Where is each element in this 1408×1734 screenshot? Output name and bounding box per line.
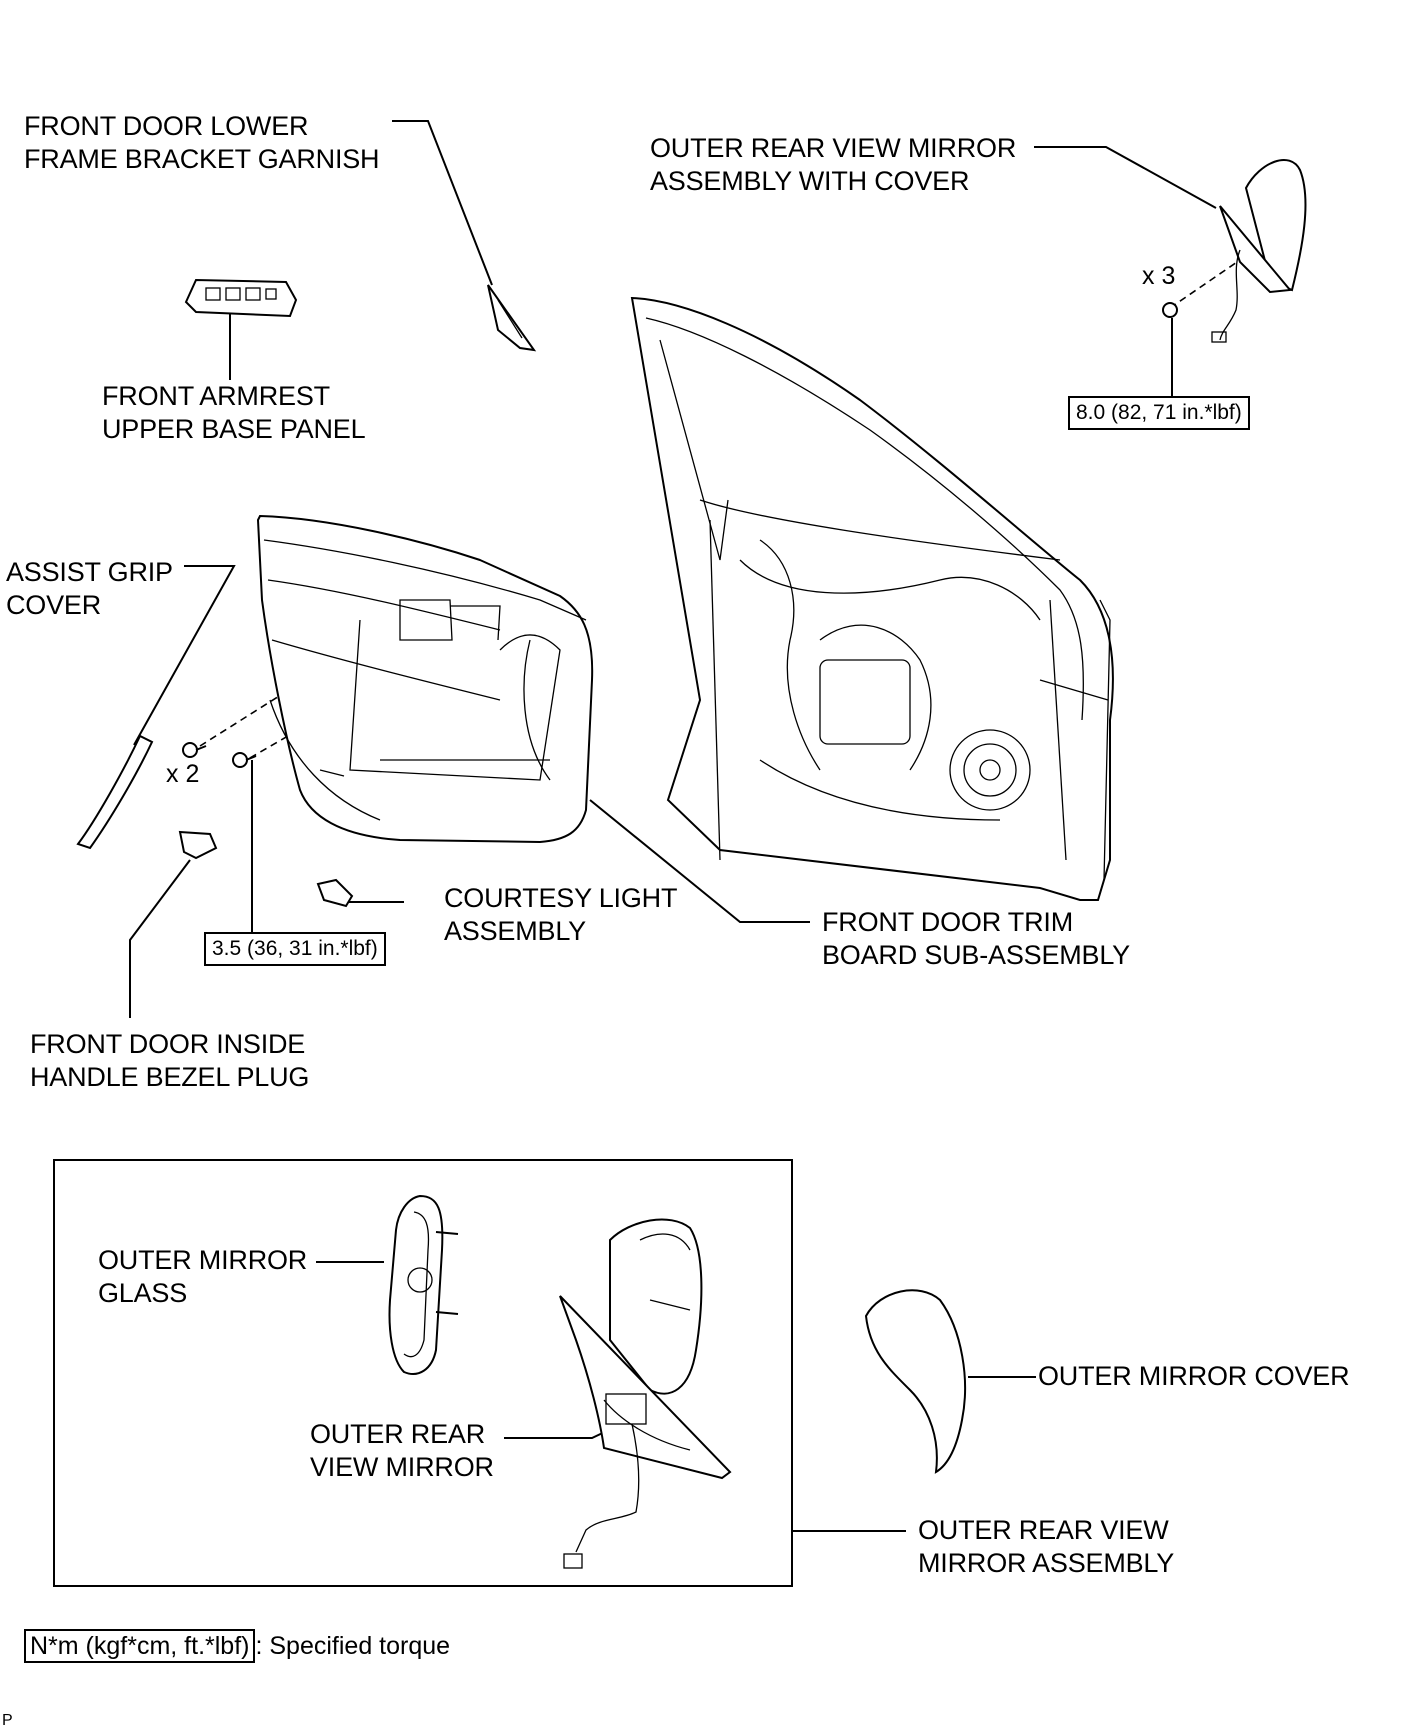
label-armrest-panel: FRONT ARMREST UPPER BASE PANEL	[102, 380, 366, 446]
front-door-frame-part	[630, 296, 1114, 901]
corner-mark: P	[2, 1712, 13, 1729]
label-line: FRONT ARMREST	[102, 381, 330, 411]
torque-box-trim-screw: 3.5 (36, 31 in.*lbf)	[204, 932, 386, 966]
label-line: COVER	[6, 590, 102, 620]
label-assist-grip-cover: ASSIST GRIP COVER	[6, 556, 173, 622]
label-courtesy-light: COURTESY LIGHT ASSEMBLY	[444, 882, 677, 948]
label-line: OUTER MIRROR COVER	[1038, 1361, 1350, 1391]
label-mirror-with-cover: OUTER REAR VIEW MIRROR ASSEMBLY WITH COV…	[650, 132, 1016, 198]
label-outer-rear-view-mirror: OUTER REAR VIEW MIRROR	[310, 1418, 494, 1484]
label-line: OUTER REAR VIEW MIRROR	[650, 133, 1017, 163]
mirror-glass-part	[388, 1194, 459, 1375]
label-line: UPPER BASE PANEL	[102, 414, 366, 444]
label-mirror-glass: OUTER MIRROR GLASS	[98, 1244, 307, 1310]
screws-part	[182, 742, 257, 768]
torque-box-mirror-nut: 8.0 (82, 71 in.*lbf)	[1068, 396, 1250, 430]
assist-grip-cover-part	[76, 734, 154, 850]
label-line: COURTESY LIGHT	[444, 883, 678, 913]
label-line: FRAME BRACKET GARNISH	[24, 144, 380, 174]
frame-bracket-garnish-part	[487, 284, 537, 352]
mirror-cover-part	[864, 1289, 967, 1474]
label-mirror-assembly: OUTER REAR VIEW MIRROR ASSEMBLY	[918, 1514, 1174, 1580]
legend-unit-box: N*m (kgf*cm, ft.*lbf)	[24, 1629, 256, 1663]
label-trim-board: FRONT DOOR TRIM BOARD SUB-ASSEMBLY	[822, 906, 1130, 972]
label-line: ASSEMBLY WITH COVER	[650, 166, 970, 196]
label-line: FRONT DOOR LOWER	[24, 111, 309, 141]
trim-board-part	[256, 514, 594, 844]
outer-rear-view-mirror-part	[559, 1218, 732, 1569]
label-line: VIEW MIRROR	[310, 1452, 494, 1482]
label-bezel-plug: FRONT DOOR INSIDE HANDLE BEZEL PLUG	[30, 1028, 309, 1094]
courtesy-light-part	[316, 878, 354, 908]
label-line: GLASS	[98, 1278, 188, 1308]
legend-text: : Specified torque	[255, 1632, 451, 1660]
armrest-base-panel-part	[184, 278, 298, 318]
label-line: MIRROR ASSEMBLY	[918, 1548, 1175, 1578]
torque-legend: N*m (kgf*cm, ft.*lbf): Specified torque	[24, 1629, 451, 1663]
label-line: ASSIST GRIP	[6, 557, 173, 587]
label-line: FRONT DOOR INSIDE	[30, 1029, 306, 1059]
leader-lines	[129, 120, 1217, 1532]
label-line: ASSEMBLY	[444, 916, 586, 946]
label-line: OUTER MIRROR	[98, 1245, 308, 1275]
label-mirror-cover: OUTER MIRROR COVER	[1038, 1360, 1350, 1393]
label-line: OUTER REAR	[310, 1419, 486, 1449]
label-line: FRONT DOOR TRIM	[822, 907, 1073, 937]
mirror-assembly-top-part	[1162, 159, 1307, 343]
label-frame-bracket-garnish: FRONT DOOR LOWER FRAME BRACKET GARNISH	[24, 110, 380, 176]
label-line: HANDLE BEZEL PLUG	[30, 1062, 310, 1092]
qty-trim-screws: x 2	[166, 760, 200, 788]
inset-box	[53, 1159, 793, 1587]
label-line: OUTER REAR VIEW	[918, 1515, 1169, 1545]
bezel-plug-part	[178, 830, 218, 860]
qty-mirror-nuts: x 3	[1142, 262, 1176, 290]
label-line: BOARD SUB-ASSEMBLY	[822, 940, 1130, 970]
